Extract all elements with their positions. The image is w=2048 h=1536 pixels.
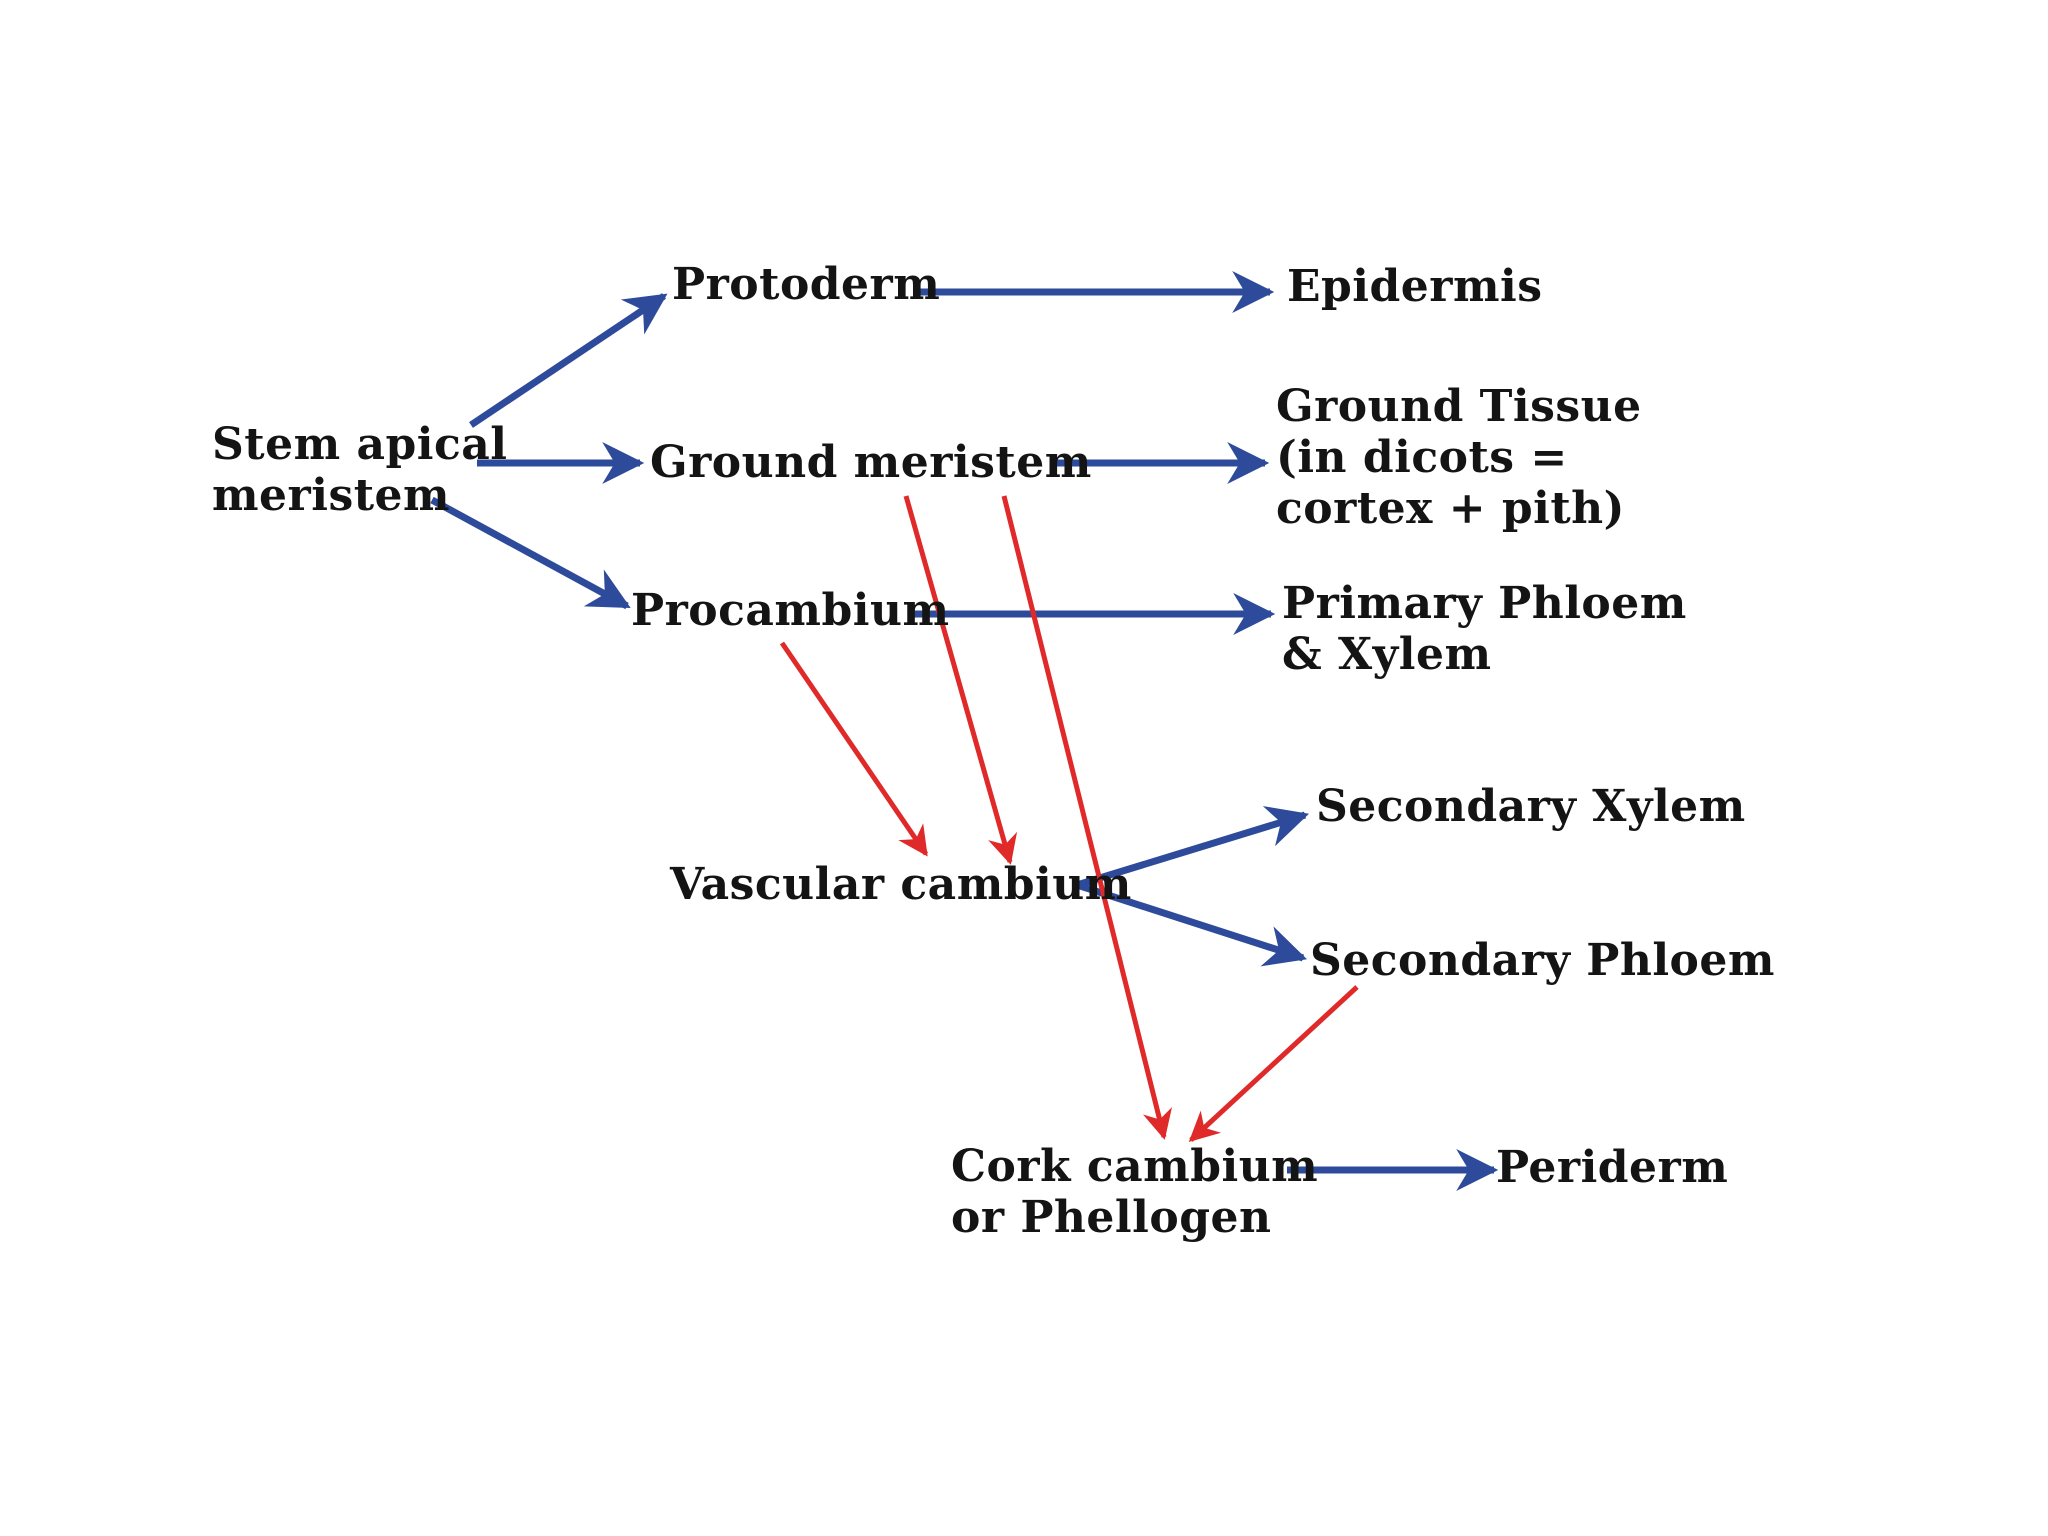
node-primary-phloem-xylem: Primary Phloem & Xylem bbox=[1282, 578, 1687, 680]
node-ground-tissue-line-1: Ground Tissue bbox=[1276, 381, 1642, 432]
node-periderm-line-1: Periderm bbox=[1496, 1142, 1729, 1193]
node-cork-cambium-line-2: or Phellogen bbox=[951, 1192, 1272, 1243]
node-ground-meristem-line-1: Ground meristem bbox=[650, 437, 1092, 488]
node-epidermis-line-1: Epidermis bbox=[1287, 261, 1543, 312]
node-primary-phloem-xylem-line-2: & Xylem bbox=[1282, 629, 1492, 680]
node-cork-cambium-line-1: Cork cambium bbox=[951, 1141, 1319, 1192]
node-cork-cambium: Cork cambium or Phellogen bbox=[951, 1141, 1318, 1243]
node-stem-apical-meristem: Stem apical meristem bbox=[212, 419, 507, 521]
arrow-vascular-cambium-to-secondary-phloem bbox=[1075, 881, 1307, 967]
node-secondary-xylem: Secondary Xylem bbox=[1316, 781, 1746, 832]
arrow-procambium-to-vascular-cambium bbox=[779, 641, 929, 857]
node-procambium-line-1: Procambium bbox=[631, 585, 950, 636]
node-protoderm-line-1: Protoderm bbox=[672, 259, 941, 310]
node-secondary-phloem-line-1: Secondary Phloem bbox=[1310, 935, 1775, 986]
arrow-ground-meristem-to-cork-cambium bbox=[1001, 495, 1173, 1140]
arrow-secondary-phloem-to-cork-cambium bbox=[1188, 985, 1359, 1143]
node-periderm: Periderm bbox=[1496, 1142, 1728, 1193]
node-procambium: Procambium bbox=[631, 585, 950, 636]
node-ground-tissue-line-2: (in dicots = bbox=[1276, 432, 1568, 483]
node-vascular-cambium: Vascular cambium bbox=[670, 859, 1132, 910]
node-protoderm: Protoderm bbox=[672, 259, 940, 310]
node-ground-tissue: Ground Tissue (in dicots = cortex + pith… bbox=[1276, 381, 1642, 534]
node-ground-meristem: Ground meristem bbox=[650, 437, 1092, 488]
arrow-stem-to-procambium bbox=[430, 496, 631, 610]
node-ground-tissue-line-3: cortex + pith) bbox=[1276, 483, 1625, 534]
node-primary-phloem-xylem-line-1: Primary Phloem bbox=[1282, 578, 1687, 629]
arrow-stem-to-protoderm bbox=[469, 293, 668, 428]
arrow-vascular-cambium-to-secondary-xylem bbox=[1075, 806, 1310, 889]
node-secondary-xylem-line-1: Secondary Xylem bbox=[1316, 781, 1746, 832]
node-stem-apical-meristem-line-1: Stem apical bbox=[212, 419, 508, 470]
node-epidermis: Epidermis bbox=[1287, 261, 1543, 312]
node-stem-apical-meristem-line-2: meristem bbox=[212, 470, 451, 521]
node-secondary-phloem: Secondary Phloem bbox=[1310, 935, 1775, 986]
node-vascular-cambium-line-1: Vascular cambium bbox=[670, 859, 1132, 910]
arrow-ground-meristem-to-vascular-cambium bbox=[903, 495, 1018, 865]
